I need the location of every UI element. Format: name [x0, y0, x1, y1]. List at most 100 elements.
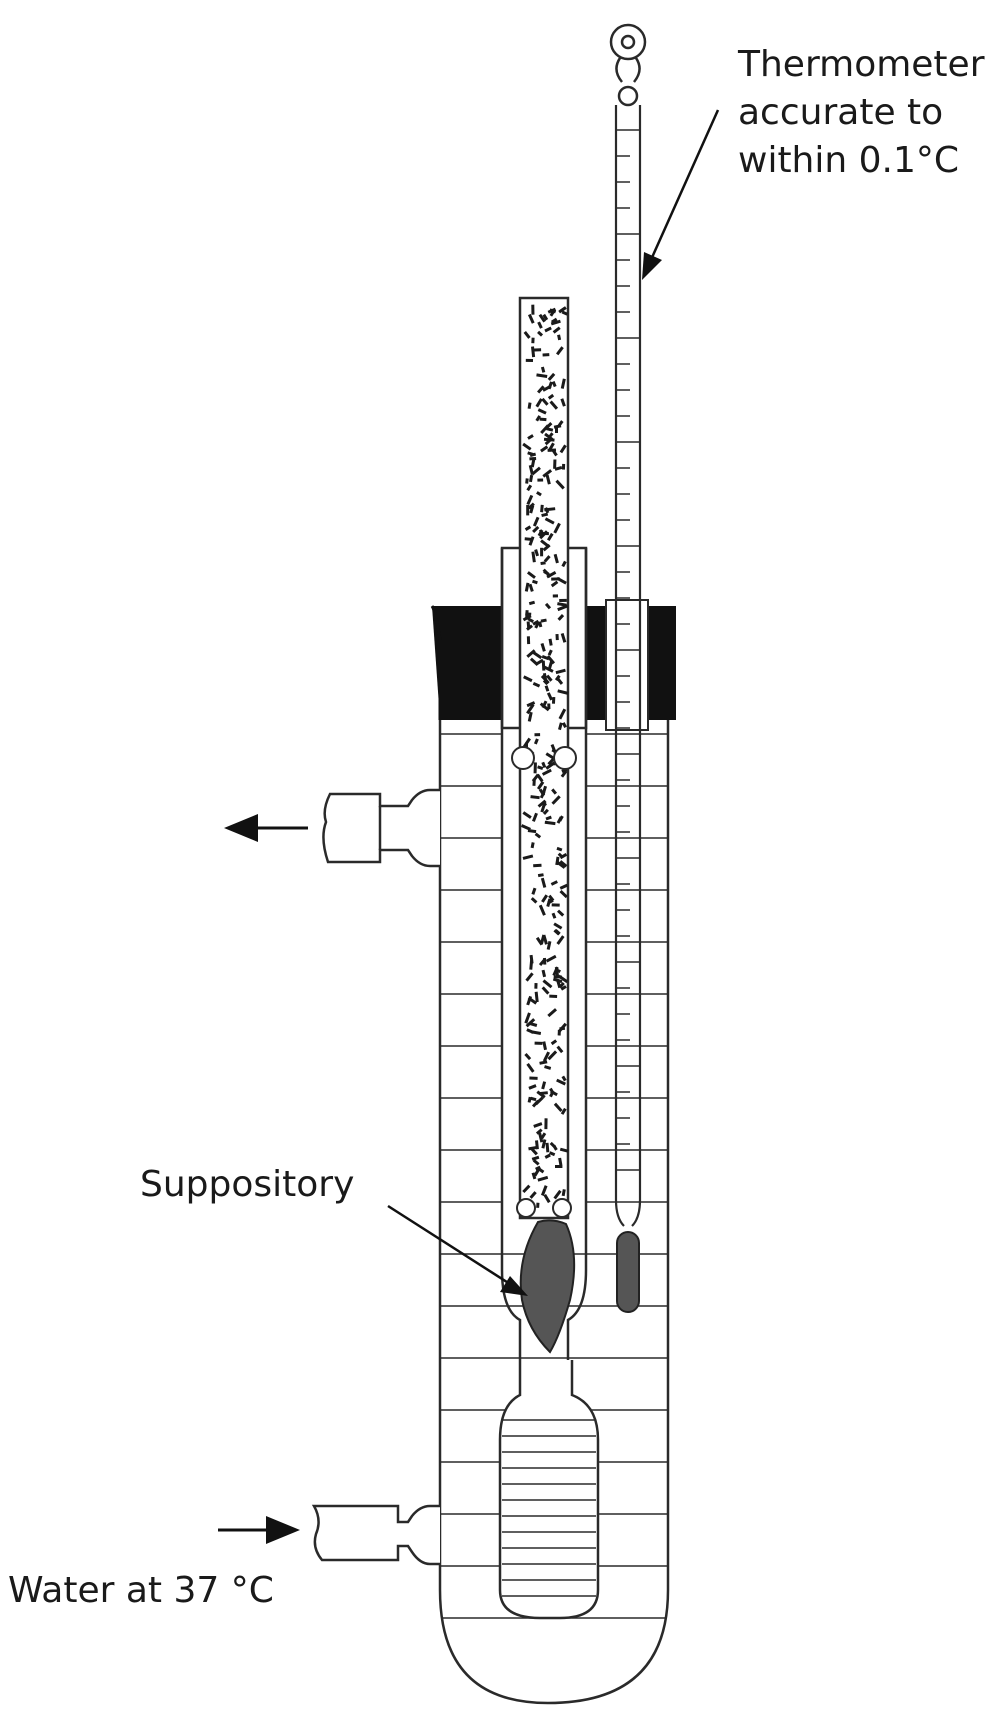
granule [552, 326, 561, 334]
granule [534, 983, 538, 989]
granule [555, 1165, 563, 1168]
granule [544, 437, 553, 446]
granule [523, 675, 533, 683]
granule [549, 400, 559, 410]
granule [553, 922, 563, 930]
granule [560, 1107, 567, 1115]
granule [528, 1145, 538, 1151]
granule [541, 1139, 547, 1149]
granule [542, 672, 548, 682]
granule [540, 504, 544, 513]
suppository-label: Suppository [140, 1164, 354, 1205]
granule [528, 464, 534, 476]
granule [551, 795, 561, 805]
granule [561, 1075, 567, 1082]
granule [540, 366, 546, 373]
granule [540, 618, 547, 623]
granule [537, 529, 544, 537]
granule [555, 856, 560, 866]
granule [553, 424, 562, 429]
granule [542, 313, 549, 321]
granule [534, 1096, 544, 1106]
inner-tube [500, 548, 588, 1360]
granule [561, 1189, 566, 1197]
granule [553, 459, 557, 469]
granule [525, 972, 534, 982]
granule [542, 543, 551, 552]
granule [524, 525, 532, 531]
granule [528, 1021, 538, 1027]
granule [560, 378, 566, 389]
granule [548, 432, 554, 439]
granule [561, 310, 568, 316]
granule [550, 580, 559, 588]
granule [546, 692, 553, 701]
granule [543, 555, 551, 563]
granule [547, 532, 554, 542]
granule [538, 958, 547, 967]
thermometer-scale [616, 129, 640, 1171]
granule [532, 525, 540, 534]
granule [533, 863, 542, 868]
granule [560, 632, 567, 643]
granule [533, 762, 537, 774]
granule [556, 935, 565, 945]
granule [547, 1050, 558, 1061]
granule [557, 974, 569, 984]
granule [559, 860, 568, 868]
granule [531, 1155, 540, 1161]
granule [557, 604, 569, 612]
thermometer-bulb [616, 1231, 640, 1313]
granule [542, 353, 550, 357]
granule [555, 668, 566, 675]
granule [554, 968, 561, 974]
granule [547, 307, 557, 314]
granule [531, 337, 535, 344]
granule [550, 319, 561, 326]
bulb-grid-lines [502, 1419, 596, 1597]
granule [554, 674, 561, 682]
granule [526, 636, 531, 645]
granule [556, 1045, 564, 1054]
granule [538, 313, 546, 323]
thermometer-label-line-2: accurate to [738, 92, 943, 133]
granule [525, 742, 528, 751]
granule [544, 1118, 548, 1130]
granule [549, 1151, 556, 1157]
granule [553, 1189, 562, 1200]
water-inlet-label: Water at 37 °C [8, 1570, 274, 1611]
granule [537, 330, 544, 337]
rod-ring-top [511, 746, 577, 770]
granule [560, 770, 568, 778]
granule [544, 507, 556, 512]
granule [529, 1076, 538, 1080]
granule [531, 304, 535, 315]
granule [531, 1172, 537, 1180]
granule [529, 1191, 537, 1199]
granule [543, 570, 550, 576]
thermometer-stem [614, 105, 642, 1227]
granule [531, 887, 537, 895]
granule [540, 547, 544, 557]
granule [540, 1132, 547, 1140]
granule [553, 522, 561, 534]
granule [546, 940, 552, 950]
granule [532, 812, 538, 822]
granule [544, 602, 552, 610]
granule [555, 427, 558, 433]
granule [524, 1052, 532, 1061]
granule [545, 815, 552, 821]
granule [540, 445, 549, 453]
granule [545, 761, 556, 770]
granule [549, 994, 558, 998]
granule [522, 442, 532, 451]
inflow-arrow [218, 1516, 300, 1544]
granule [547, 649, 553, 656]
granule [531, 579, 538, 585]
granule [550, 1039, 558, 1046]
granule [544, 517, 555, 525]
suppository-shape [519, 1219, 576, 1354]
granule [537, 873, 544, 878]
granule [549, 1090, 555, 1098]
granule [527, 402, 532, 409]
